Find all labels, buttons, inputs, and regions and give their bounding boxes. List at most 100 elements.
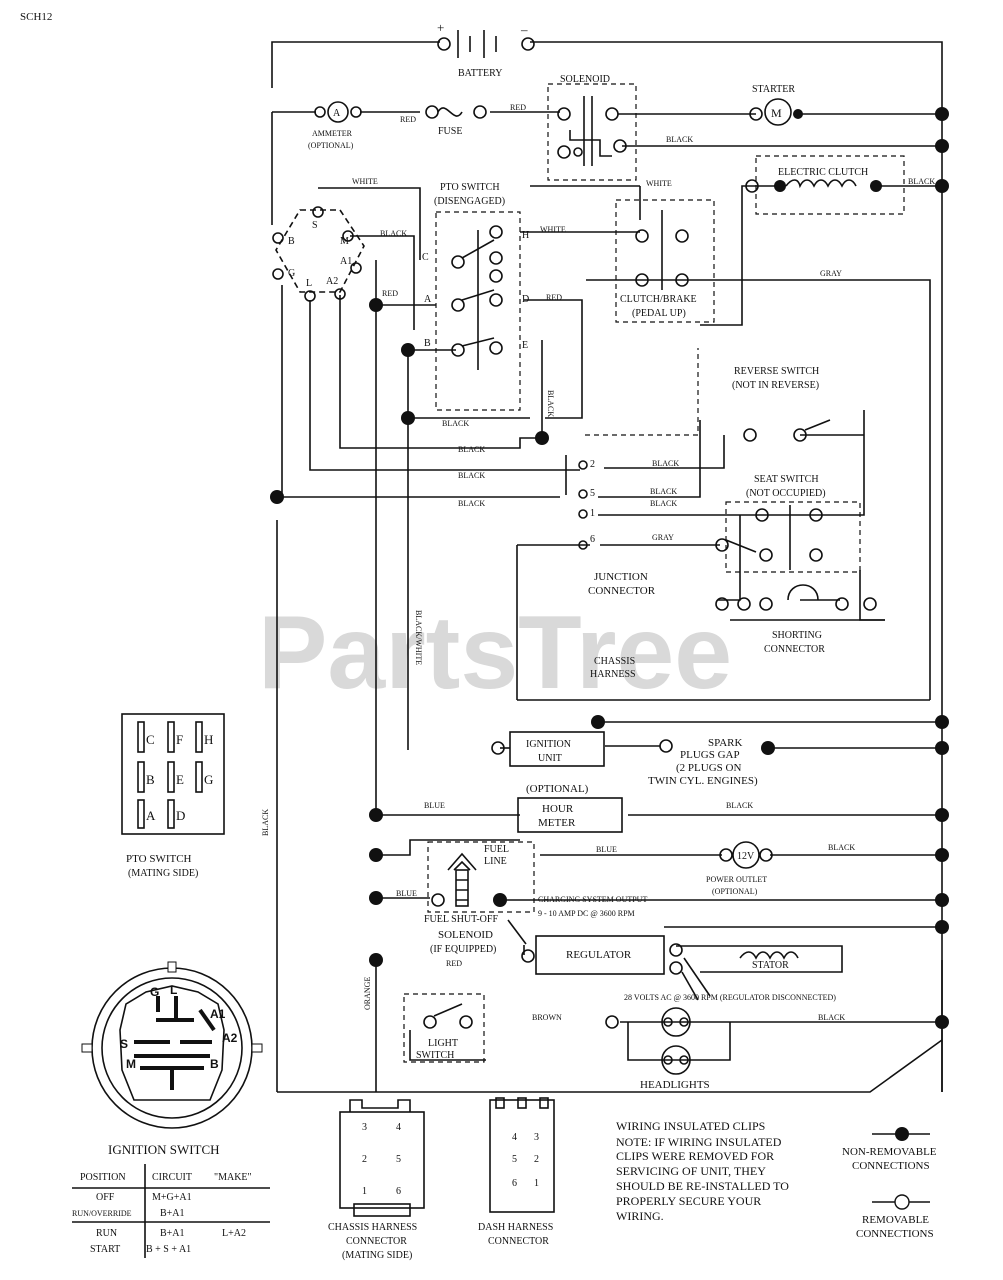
ignition-unit: IGNITION UNIT bbox=[491, 731, 605, 767]
wire-label-black-vert: BLACK bbox=[546, 390, 555, 417]
wire-label-blue-3: BLUE bbox=[396, 889, 417, 898]
legend-non-removable-2: CONNECTIONS bbox=[852, 1160, 930, 1172]
clutch-brake-state: (PEDAL UP) bbox=[632, 308, 686, 319]
ign-term-a1: A1 bbox=[340, 256, 352, 267]
wire-label-black-white: BLACK/WHITE bbox=[414, 610, 423, 665]
battery-minus: – bbox=[520, 22, 528, 37]
ign-row-override-pos: RUN/OVERRIDE bbox=[72, 1209, 132, 1218]
chassis-pin-2: 2 bbox=[362, 1154, 367, 1165]
dash-pin-2: 2 bbox=[534, 1154, 539, 1165]
ign-term-l: L bbox=[306, 278, 312, 289]
wire-label-black-po: BLACK bbox=[828, 843, 855, 852]
notes-line-6: WIRING. bbox=[616, 1209, 664, 1223]
ignition-switch-terminals: B S M G L A1 A2 bbox=[272, 206, 365, 302]
ign-term-m: M bbox=[340, 236, 349, 247]
junction-pin-2: 2 bbox=[590, 459, 595, 470]
ignition-unit-label-1: IGNITION bbox=[526, 739, 571, 750]
spark-plugs: SPARK PLUGS GAP (2 PLUGS ON TWIN CYL. EN… bbox=[648, 737, 758, 787]
ammeter-optional: (OPTIONAL) bbox=[308, 141, 354, 150]
reverse-switch-label: REVERSE SWITCH bbox=[734, 366, 819, 377]
ign-face-b: B bbox=[210, 1057, 219, 1071]
reverse-switch: REVERSE SWITCH (NOT IN REVERSE) bbox=[585, 348, 831, 442]
legend-removable-1: REMOVABLE bbox=[862, 1214, 929, 1226]
shorting-label-1: SHORTING bbox=[772, 630, 822, 641]
regulator-label: REGULATOR bbox=[566, 949, 632, 961]
ign-row-start-circuit: B + S + A1 bbox=[146, 1244, 191, 1255]
wire-label-black-f: BLACK bbox=[650, 487, 677, 496]
chassis-harness-label-1: CHASSIS bbox=[594, 656, 635, 667]
chassis-pin-5: 5 bbox=[396, 1154, 401, 1165]
pto-letter-d: D bbox=[522, 294, 529, 305]
wire-label-red-d: RED bbox=[546, 293, 562, 302]
wire-label-gray-2: GRAY bbox=[652, 533, 674, 542]
wire-label-black-g: BLACK bbox=[650, 499, 677, 508]
battery-plus: + bbox=[437, 20, 444, 35]
chassis-pin-1: 1 bbox=[362, 1186, 367, 1197]
notes-line-2: CLIPS WERE REMOVED FOR bbox=[616, 1149, 774, 1163]
junction-pin-5: 5 bbox=[590, 488, 595, 499]
clutch-brake-switch: CLUTCH/BRAKE (PEDAL UP) bbox=[615, 199, 715, 323]
power-outlet-line-2: (OPTIONAL) bbox=[712, 887, 758, 896]
junction-label-2: CONNECTOR bbox=[588, 585, 656, 597]
seat-switch: SEAT SWITCH (NOT OCCUPIED) bbox=[715, 474, 861, 573]
hour-meter-line-2: METER bbox=[538, 817, 576, 829]
wire-label-white-3: WHITE bbox=[646, 179, 672, 188]
headlights: HEADLIGHTS bbox=[605, 1007, 710, 1091]
pto-mating-c: C bbox=[146, 732, 155, 747]
main-wiring bbox=[271, 41, 943, 1093]
wire-label-blue-2: BLUE bbox=[596, 845, 617, 854]
bus-nodes bbox=[270, 107, 949, 1029]
page-code: SCH12 bbox=[20, 11, 52, 23]
battery-label: BATTERY bbox=[458, 68, 502, 79]
ign-row-off-pos: OFF bbox=[96, 1192, 115, 1203]
starter: M STARTER bbox=[749, 84, 803, 126]
fuel-solenoid-line-2: SOLENOID bbox=[438, 929, 493, 941]
ammeter: A AMMETER (OPTIONAL) bbox=[308, 101, 362, 150]
chassis-connector-line-3: (MATING SIDE) bbox=[342, 1250, 412, 1261]
reverse-switch-state: (NOT IN REVERSE) bbox=[732, 380, 819, 391]
stator-label: STATOR bbox=[752, 960, 789, 971]
ign-term-s: S bbox=[312, 220, 318, 231]
hour-meter-optional: (OPTIONAL) bbox=[526, 783, 589, 795]
seat-switch-state: (NOT OCCUPIED) bbox=[746, 488, 826, 499]
chassis-harness-connector: 3 4 2 5 1 6 CHASSIS HARNESS CONNECTOR (M… bbox=[328, 1099, 425, 1261]
notes-line-4: SHOULD BE RE-INSTALLED TO bbox=[616, 1179, 789, 1193]
wire-label-red-a: RED bbox=[382, 289, 398, 298]
hour-meter-line-1: HOUR bbox=[542, 803, 574, 815]
ign-term-b: B bbox=[288, 236, 295, 247]
wiring-notes: WIRING INSULATED CLIPS NOTE: IF WIRING I… bbox=[616, 1119, 789, 1223]
chassis-pin-3: 3 bbox=[362, 1122, 367, 1133]
wire-label-gray-1: GRAY bbox=[820, 269, 842, 278]
wire-label-orange: ORANGE bbox=[363, 977, 372, 1010]
power-outlet: 12V POWER OUTLET (OPTIONAL) bbox=[706, 841, 773, 896]
ignition-table: POSITION CIRCUIT "MAKE" OFF M+G+A1 RUN/O… bbox=[72, 1164, 270, 1258]
notes-title: WIRING INSULATED CLIPS bbox=[616, 1119, 765, 1133]
ign-face-a1: A1 bbox=[210, 1007, 226, 1021]
legend-non-removable-1: NON-REMOVABLE bbox=[842, 1146, 937, 1158]
wire-label-black-d: BLACK bbox=[458, 499, 485, 508]
dash-pin-4: 4 bbox=[512, 1132, 517, 1143]
light-switch-line-1: LIGHT bbox=[428, 1038, 458, 1049]
chassis-connector-line-2: CONNECTOR bbox=[346, 1236, 407, 1247]
wire-label-red: RED bbox=[400, 115, 416, 124]
pto-mating-d: D bbox=[176, 808, 185, 823]
pto-letter-a: A bbox=[424, 294, 432, 305]
dash-pin-6: 6 bbox=[512, 1178, 517, 1189]
electric-clutch-label: ELECTRIC CLUTCH bbox=[778, 167, 868, 178]
watermark: PartsTree bbox=[258, 595, 732, 711]
fuel-solenoid-line-1: FUEL SHUT-OFF bbox=[424, 914, 498, 925]
starter-label: STARTER bbox=[752, 84, 795, 95]
ign-row-start-pos: START bbox=[90, 1244, 120, 1255]
fuse: FUSE bbox=[425, 105, 487, 137]
ac-output-label: 28 VOLTS AC @ 3600 RPM (REGULATOR DISCON… bbox=[624, 993, 836, 1002]
wire-label-black-c: BLACK bbox=[458, 471, 485, 480]
solenoid: SOLENOID bbox=[547, 74, 637, 181]
chassis-pin-6: 6 bbox=[396, 1186, 401, 1197]
wire-label-black-hl: BLACK bbox=[818, 1013, 845, 1022]
seat-switch-label: SEAT SWITCH bbox=[754, 474, 819, 485]
wire-label-red-fs: RED bbox=[446, 959, 462, 968]
fuse-label: FUSE bbox=[438, 126, 462, 137]
ignition-unit-label-2: UNIT bbox=[538, 753, 562, 764]
legend: NON-REMOVABLE CONNECTIONS REMOVABLE CONN… bbox=[842, 1127, 937, 1240]
removable-icon bbox=[894, 1194, 910, 1210]
